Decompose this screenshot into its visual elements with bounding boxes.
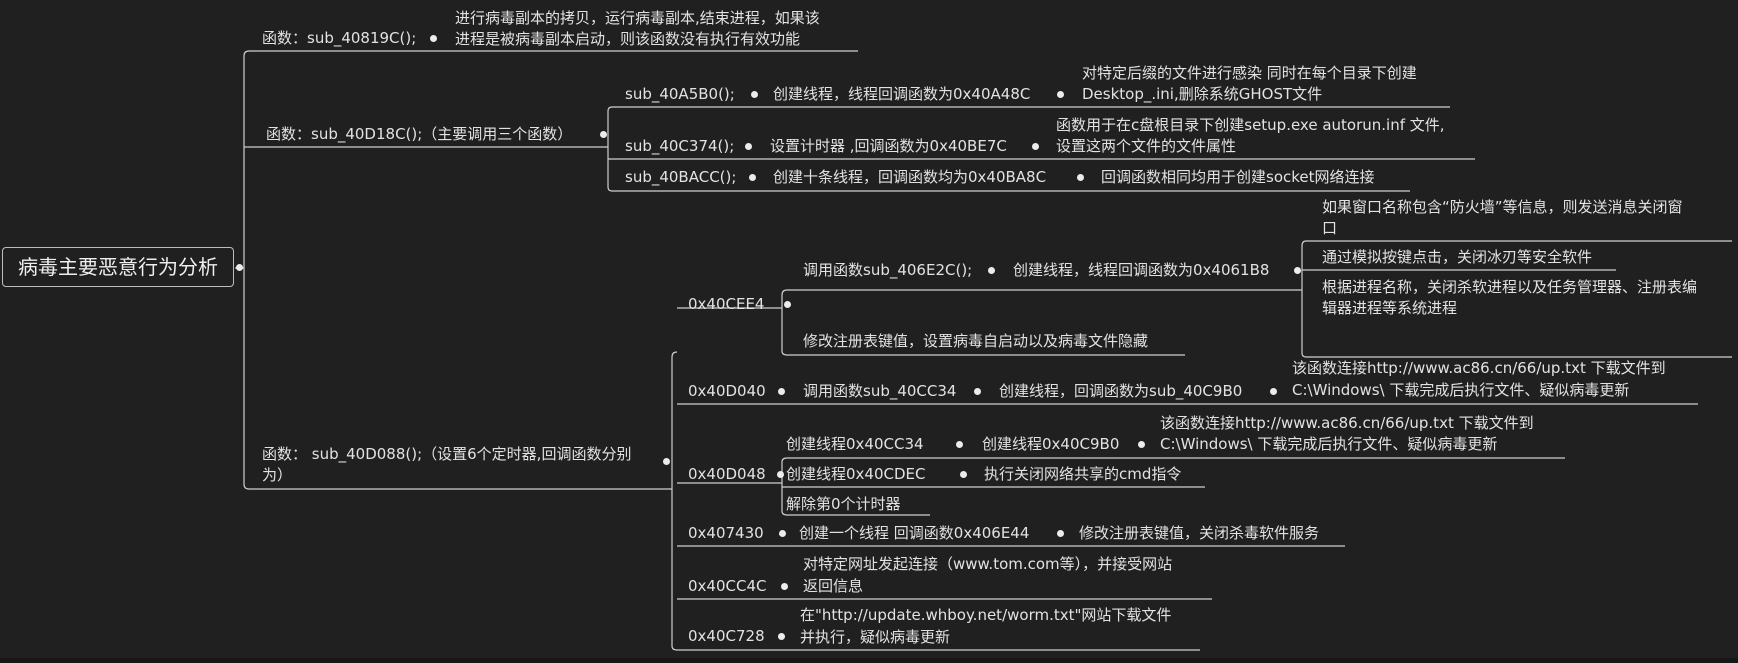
timer6-name[interactable]: 0x40C728 <box>688 627 765 645</box>
timer3-a1[interactable]: 创建线程0x40CC34 <box>786 435 924 453</box>
timer2-dot[interactable] <box>778 388 785 395</box>
timer2-thread[interactable]: 创建线程，回调函数为sub_40C9B0 <box>999 382 1243 400</box>
timer2-detail-line1[interactable]: 该函数连接http://www.ac86.cn/66/up.txt 下载文件到 <box>1292 359 1666 377</box>
timer1-dot[interactable] <box>784 301 791 308</box>
timer1-thread[interactable]: 创建线程，线程回调函数为0x4061B8 <box>1013 261 1270 279</box>
branch3-label-line2[interactable]: 为） <box>262 466 293 484</box>
timer4-desc[interactable]: 创建一个线程 回调函数0x406E44 <box>799 524 1030 542</box>
timer1-leaf1-line1[interactable]: 如果窗口名称包含“防火墙”等信息，则发送消息关闭窗 <box>1322 198 1683 216</box>
timer2-name[interactable]: 0x40D040 <box>688 382 766 400</box>
timer3-a-detail-line1[interactable]: 该函数连接http://www.ac86.cn/66/up.txt 下载文件到 <box>1160 414 1534 432</box>
timer3-b1-dot[interactable] <box>960 471 967 478</box>
timer1-thread-dot[interactable] <box>1294 267 1301 274</box>
branch1-label[interactable]: 函数：sub_40819C(); <box>262 29 417 47</box>
timer5-dot[interactable] <box>781 583 788 590</box>
timer3-a-detail-line2[interactable]: C:\Windows\ 下载完成后执行文件、疑似病毒更新 <box>1160 435 1498 453</box>
b2-child1-name[interactable]: sub_40A5B0(); <box>625 85 735 103</box>
branch2-dot[interactable] <box>600 131 607 138</box>
b2-child3-detail[interactable]: 回调函数相同均用于创建socket网络连接 <box>1101 168 1375 186</box>
timer4-desc-dot[interactable] <box>1057 530 1064 537</box>
timer3-b2[interactable]: 执行关闭网络共享的cmd指令 <box>984 465 1182 483</box>
timer1-call[interactable]: 调用函数sub_406E2C(); <box>803 261 973 279</box>
b2-child2-dot[interactable] <box>745 143 752 150</box>
timer6-dot[interactable] <box>778 633 785 640</box>
timer4-dot[interactable] <box>779 530 786 537</box>
b2-child1-detail-line2[interactable]: Desktop_.ini,删除系统GHOST文件 <box>1082 85 1323 103</box>
b2-child1-desc-dot[interactable] <box>1057 91 1064 98</box>
timer6-detail-line2[interactable]: 并执行，疑似病毒更新 <box>800 628 951 646</box>
b2-child3-name[interactable]: sub_40BACC(); <box>625 168 737 186</box>
timer2-detail-line2[interactable]: C:\Windows\ 下载完成后执行文件、疑似病毒更新 <box>1292 381 1630 399</box>
branch3-dot[interactable] <box>663 458 670 465</box>
b2-child3-desc[interactable]: 创建十条线程，回调函数均为0x40BA8C <box>773 168 1047 186</box>
branch1-detail-line2[interactable]: 进程是被病毒副本启动，则该函数没有执行有效功能 <box>455 30 801 48</box>
b2-child3-dot[interactable] <box>749 174 756 181</box>
timer2-call[interactable]: 调用函数sub_40CC34 <box>803 382 957 400</box>
timer3-a2[interactable]: 创建线程0x40C9B0 <box>982 435 1120 453</box>
timer1-name[interactable]: 0x40CEE4 <box>688 295 765 313</box>
timer1-leaf3-line2[interactable]: 辑器进程等系统进程 <box>1322 299 1458 317</box>
b2-child1-desc[interactable]: 创建线程，线程回调函数为0x40A48C <box>773 85 1031 103</box>
bottom-edge <box>0 658 1738 663</box>
timer5-name[interactable]: 0x40CC4C <box>688 577 767 595</box>
timer4-detail[interactable]: 修改注册表键值，关闭杀毒软件服务 <box>1079 524 1320 542</box>
timer3-c[interactable]: 解除第0个计时器 <box>786 495 901 513</box>
b2-child1-dot[interactable] <box>751 91 758 98</box>
b2-child1-detail-line1[interactable]: 对特定后缀的文件进行感染 同时在每个目录下创建 <box>1082 64 1417 82</box>
b2-child2-desc-dot[interactable] <box>1032 143 1039 150</box>
timer3-a2-dot[interactable] <box>1138 441 1145 448</box>
b2-child2-detail-line1[interactable]: 函数用于在c盘根目录下创建setup.exe autorun.inf 文件, <box>1056 116 1445 134</box>
b2-child2-desc[interactable]: 设置计时器 ,回调函数为0x40BE7C <box>770 137 1007 155</box>
timer1-leaf3-line1[interactable]: 根据进程名称，关闭杀软进程以及任务管理器、注册表编 <box>1322 278 1698 296</box>
b2-child2-name[interactable]: sub_40C374(); <box>625 137 735 155</box>
branch1-detail-line1[interactable]: 进行病毒副本的拷贝，运行病毒副本,结束进程，如果该 <box>455 9 820 27</box>
timer5-detail-line2[interactable]: 返回信息 <box>803 577 864 595</box>
timer1-call-dot[interactable] <box>988 267 995 274</box>
root-collapse-dot[interactable] <box>236 264 243 271</box>
timer4-name[interactable]: 0x407430 <box>688 524 764 542</box>
timer3-name[interactable]: 0x40D048 <box>688 465 766 483</box>
timer1-leaf1-line2[interactable]: 口 <box>1322 219 1338 237</box>
timer2-thread-dot[interactable] <box>1270 388 1277 395</box>
branch1-dot[interactable] <box>430 35 437 42</box>
b2-child2-detail-line2[interactable]: 设置这两个文件的文件属性 <box>1056 137 1237 155</box>
timer6-detail-line1[interactable]: 在"http://update.whboy.net/worm.txt"网站下载文… <box>800 606 1172 624</box>
timer2-call-dot[interactable] <box>974 388 981 395</box>
timer1-leaf2[interactable]: 通过模拟按键点击，关闭冰刃等安全软件 <box>1322 248 1593 266</box>
branch2-label[interactable]: 函数：sub_40D18C();（主要调用三个函数） <box>266 125 573 143</box>
root-topic[interactable]: 病毒主要恶意行为分析 <box>2 247 234 287</box>
timer3-dot[interactable] <box>777 471 784 478</box>
timer1-registry[interactable]: 修改注册表键值，设置病毒自启动以及病毒文件隐藏 <box>803 332 1149 350</box>
timer3-b1[interactable]: 创建线程0x40CDEC <box>786 465 926 483</box>
b2-child3-desc-dot[interactable] <box>1077 174 1084 181</box>
branch3-label-line1[interactable]: 函数： sub_40D088();（设置6个定时器,回调函数分别 <box>262 445 632 463</box>
timer3-a1-dot[interactable] <box>956 441 963 448</box>
timer5-detail-line1[interactable]: 对特定网址发起连接（www.tom.com等），并接受网站 <box>803 555 1173 573</box>
